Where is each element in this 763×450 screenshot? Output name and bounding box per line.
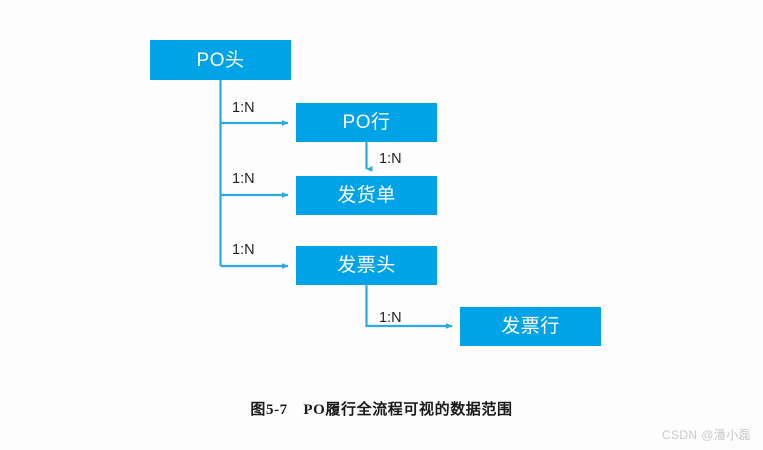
connector-invoice-head-to-invoice-line	[365, 285, 453, 329]
node-po-head[interactable]: PO头	[150, 40, 291, 80]
node-invoice-head-label: 发票头	[337, 255, 396, 276]
node-po-head-label: PO头	[196, 49, 245, 71]
node-invoice-head[interactable]: 发票头	[296, 246, 437, 285]
node-po-line[interactable]: PO行	[296, 103, 437, 142]
watermark: CSDN @潘小磊	[661, 428, 751, 442]
edge-label-po-head-to-invoice-head: 1:N	[232, 242, 255, 258]
edge-label-po-line-to-delivery-note: 1:N	[379, 151, 402, 167]
edge-label-invoice-head-to-invoice-line: 1:N	[379, 310, 402, 326]
figure-caption: 图5-7 PO履行全流程可视的数据范围	[250, 402, 513, 418]
node-delivery-note-label: 发货单	[337, 185, 396, 206]
node-delivery-note[interactable]: 发货单	[296, 176, 437, 215]
node-po-line-label: PO行	[342, 112, 391, 133]
edge-label-po-head-to-po-line: 1:N	[232, 100, 255, 116]
node-invoice-line[interactable]: 发票行	[460, 307, 601, 346]
node-invoice-line-label: 发票行	[501, 316, 560, 337]
edge-label-po-head-to-delivery-note: 1:N	[232, 171, 255, 187]
